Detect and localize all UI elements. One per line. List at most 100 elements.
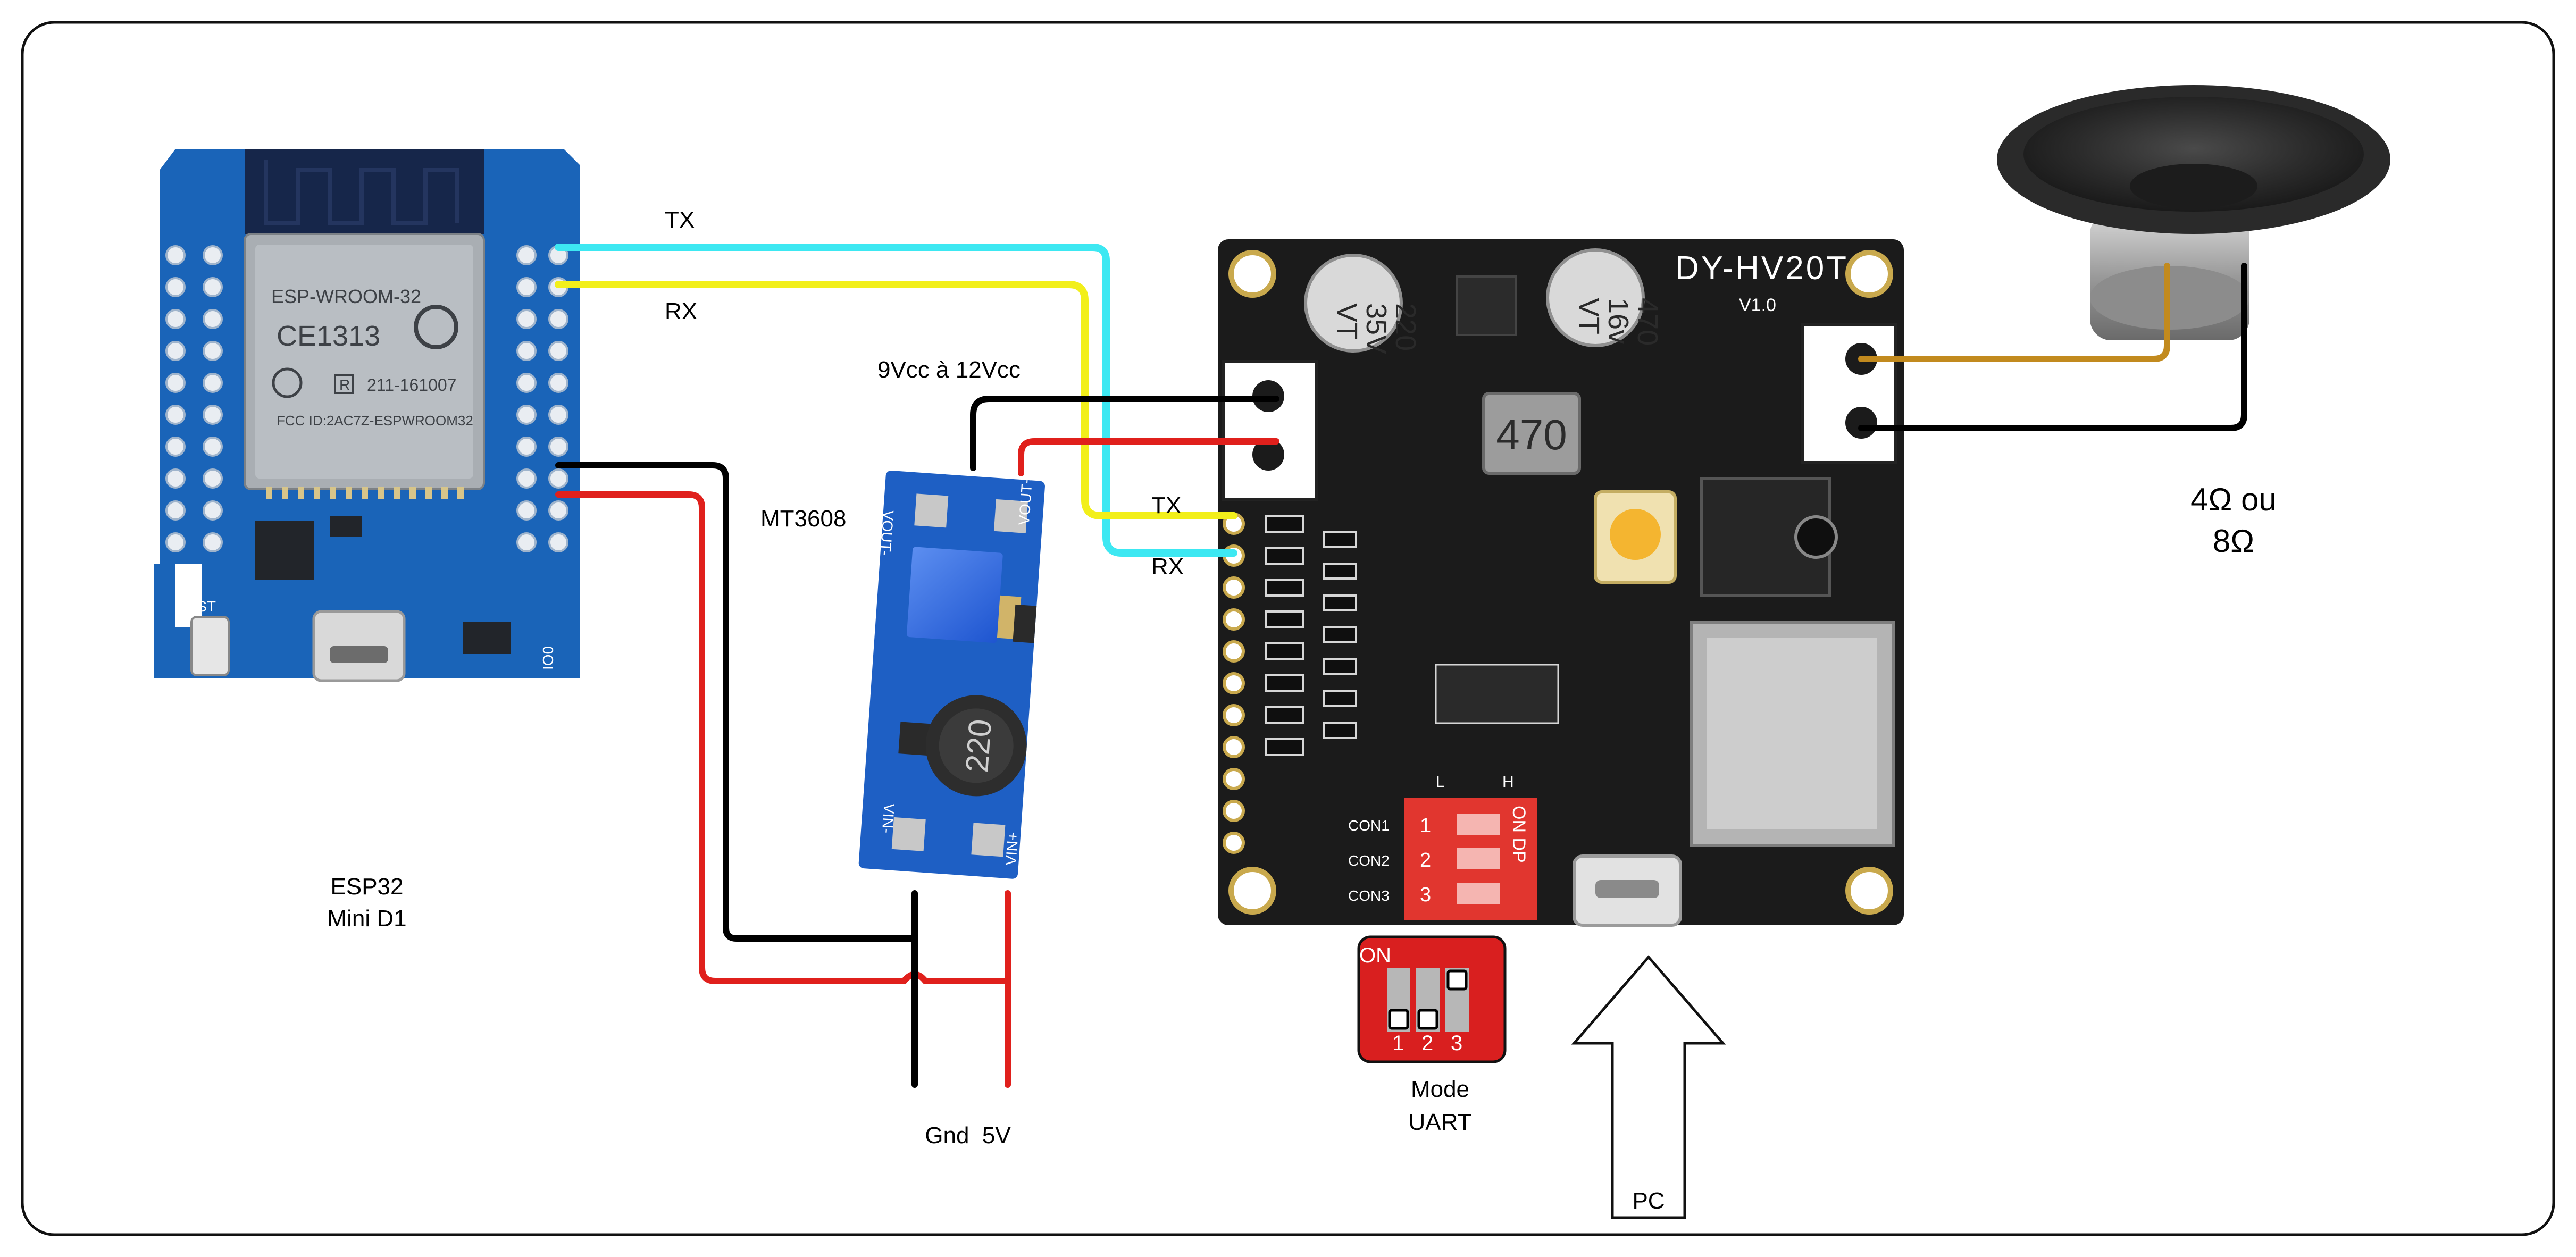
cap1-series: VT: [1331, 303, 1363, 340]
dip-switch-number-1: 1: [1392, 1032, 1404, 1055]
vin-plus-label: VIN+: [1002, 831, 1021, 866]
con3-label: CON3: [1348, 887, 1390, 904]
onboard-dip-num-1: 1: [1420, 815, 1431, 837]
dip-switch-number-3: 3: [1451, 1032, 1462, 1055]
vout-minus-label: VOUT-: [877, 510, 897, 557]
mp3-decoder-ic: [1435, 664, 1559, 724]
vout-plus-label: VOUT+: [1016, 475, 1035, 526]
uart-mode-dip-switch: ON 1 2 3: [1357, 935, 1507, 1063]
con1-label: CON1: [1348, 817, 1390, 834]
label-speaker-impedance-line1: 4Ω ou: [2190, 482, 2277, 517]
onboard-dip-on: ON DP: [1509, 806, 1529, 863]
antenna-trace: [264, 160, 459, 225]
vout-minus-pad: [914, 493, 949, 528]
espressif-logo-icon: [414, 305, 458, 349]
rst-label: RST: [186, 598, 216, 615]
wire-supply-pos: [1018, 438, 1279, 476]
volume-pot-knob: [1610, 509, 1661, 560]
label-rx-top: RX: [665, 298, 697, 324]
player-version: V1.0: [1739, 295, 1776, 315]
cap2-series: VT: [1573, 298, 1605, 334]
usb-c-opening: [1595, 880, 1659, 898]
capacitor-220uf: [1304, 254, 1403, 353]
dip-switch-on-label: ON: [1359, 944, 1391, 967]
label-power-rails: Gnd 5V: [925, 1122, 1011, 1149]
wire-supply-gnd: [970, 396, 1279, 471]
label-esp32-line1: ESP32: [331, 874, 404, 900]
wire-speaker-pos: [1858, 263, 2170, 362]
module-castellations: [266, 487, 464, 499]
dip-switch-3-knob: [1446, 969, 1468, 991]
esp32-mcu-chip: [255, 521, 314, 580]
dip-switch-1-knob: [1388, 1009, 1409, 1030]
dip-switch-number-2: 2: [1421, 1032, 1433, 1055]
usb-chip: [330, 516, 362, 537]
inductor-face: [939, 708, 1014, 783]
regulator: [463, 622, 511, 654]
vin-minus-label: VIN-: [879, 803, 898, 834]
wire-esp-gnd: [555, 462, 918, 942]
power-inductor: [1482, 392, 1581, 475]
dip-h-label: H: [1502, 773, 1514, 791]
wires: [555, 244, 2247, 1088]
label-supply-voltage: 9Vcc à 12Vcc: [877, 357, 1021, 383]
label-mt3608: MT3608: [760, 506, 846, 532]
capacitor-470uf: [1546, 248, 1645, 347]
diode: [1013, 604, 1037, 643]
esp32-board: ESP-WROOM-32 CE1313 R 211-161007 FCC ID:…: [154, 149, 580, 682]
module-id: 211-161007: [367, 375, 456, 395]
audio-jack-hole: [1794, 515, 1838, 559]
speaker-cone: [2023, 97, 2364, 212]
amp-ic: [1456, 275, 1517, 336]
vout-plus-pad: [993, 499, 1028, 533]
label-mode-line2: UART: [1409, 1109, 1472, 1135]
module-fcc: FCC ID:2AC7Z-ESPWROOM32: [277, 413, 473, 429]
label-tx-board: TX: [1151, 492, 1181, 518]
esp32-antenna: [245, 149, 484, 234]
cap2-value: 470: [1632, 298, 1663, 346]
player-title: DY-HV20T: [1675, 250, 1849, 287]
mt3608-chip: [898, 722, 933, 756]
power-inductor-label: 470: [1496, 411, 1567, 458]
module-r: R: [339, 376, 350, 393]
label-esp32-line2: Mini D1: [327, 906, 406, 932]
dip-slider-1: [1457, 814, 1500, 835]
dip-l-label: L: [1436, 773, 1445, 791]
mt3608-inductor-label: 220: [959, 718, 998, 774]
cap1-value: 220: [1390, 303, 1421, 351]
rst-button: [190, 616, 230, 676]
mounting-holes: [1228, 250, 1893, 915]
module-shield: [255, 245, 473, 479]
right-header-pins: [516, 245, 568, 552]
label-tx-top: TX: [665, 207, 695, 233]
speaker-dust-cap: [2130, 164, 2257, 208]
con2-label: CON2: [1348, 852, 1390, 869]
pc-arrow-icon: [1571, 955, 1726, 1219]
micro-usb-opening: [330, 646, 388, 663]
label-mode-line1: Mode: [1411, 1076, 1469, 1102]
speaker-terminal-screw-2: [1845, 407, 1877, 439]
onboard-dip-num-2: 2: [1420, 849, 1431, 871]
module-brand: ESP-WROOM-32: [271, 286, 421, 307]
speaker-terminal: [1801, 323, 1897, 464]
wire-speaker-neg: [1858, 263, 2247, 431]
sd-card-slot-inner: [1707, 638, 1877, 829]
label-pc: PC: [1632, 1188, 1665, 1214]
label-rx-board: RX: [1151, 554, 1184, 580]
dy-hv20t-board: DY-HV20T V1.0 220 35V VT 470 16v VT 470: [1218, 239, 1904, 927]
label-speaker-impedance-line2: 8Ω: [2213, 523, 2254, 559]
dip-slider-3: [1457, 883, 1500, 904]
trim-potentiometer: [907, 547, 1003, 643]
dip-slider-2: [1457, 848, 1500, 869]
smd-resistors: [1265, 515, 1357, 756]
mt3608-board: VOUT- VOUT+ VIN- VIN+ 220: [858, 470, 1045, 879]
vin-minus-pad: [891, 817, 926, 851]
compliance-mark-icon: [272, 367, 303, 398]
vin-plus-pad: [971, 823, 1006, 857]
cap2-voltage: 16v: [1602, 298, 1634, 344]
power-terminal-screw-2: [1252, 439, 1284, 471]
left-header-pins: [165, 245, 223, 552]
dip-switch-2-knob: [1417, 1009, 1438, 1030]
module-ce: CE1313: [277, 320, 380, 352]
